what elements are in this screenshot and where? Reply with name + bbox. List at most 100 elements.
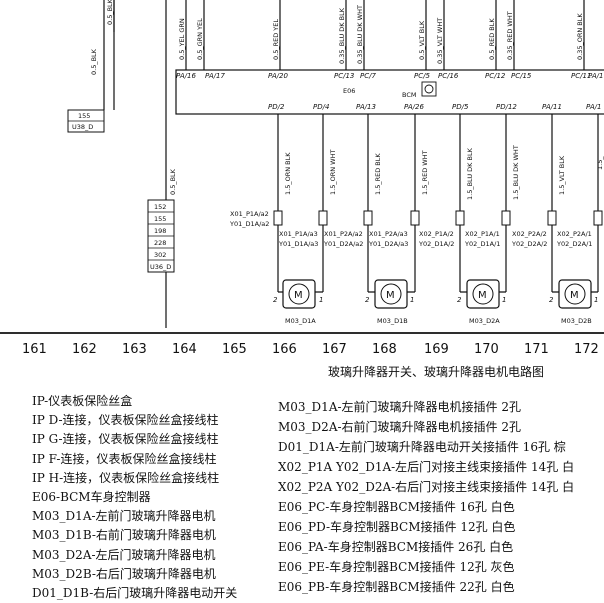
top-pin-6: PC/16: [438, 72, 459, 80]
bottom-pins: PD/2 PD/4 PA/13 PA/26 PD/5 PD/12 PA/11 P…: [268, 103, 601, 111]
conn-label-0: X01_P1A/a2: [230, 210, 269, 218]
top-wire-label-8: 0.35_RED WHT: [506, 11, 514, 60]
legend-right-item: X02_P1A Y02_D1A-左后门对接主线束接插件 14孔 白: [278, 460, 575, 474]
bottom-pin-5: PD/12: [496, 103, 517, 111]
motor-m03-d1b: M 2 1 M03_D1B: [365, 279, 414, 325]
legend-right-item: M03_D2A-右前门玻璃升降器电机接插件 2孔: [278, 420, 521, 434]
conn-label-2: X01_P1A/a3: [279, 230, 318, 238]
ground-wire-top-label: 0.5_BLK: [106, 0, 114, 25]
bottom-pin-3: PA/26: [404, 103, 424, 111]
legend-left-item: M03_D2B-右后门玻璃升降器电机: [32, 566, 216, 581]
motor-wire-label-7: 1.5_: [596, 156, 604, 170]
legend-left-item: M03_D1A-左前门玻璃升降器电机: [32, 509, 216, 524]
bottom-pin-4: PD/5: [452, 103, 469, 111]
bcm-name: BCM: [402, 91, 417, 99]
top-pin-3: PC/13: [334, 72, 354, 80]
legend-left-item: IP G-连接，仪表板保险丝盒接线柱: [32, 432, 219, 447]
grid-168: 168: [372, 342, 397, 357]
top-pins: PA/16 PA/17 PA/20 PC/13 PC/7 PC/5 PC/16 …: [176, 72, 603, 80]
connector-mid-row-2: 198: [154, 227, 166, 235]
motor-m03-d2b: M 2 1 M03_D2B: [549, 279, 598, 325]
motor-wire-label-4: 1.5_BLU DK BLK: [466, 147, 474, 200]
grid-161: 161: [22, 342, 47, 357]
diagram-caption: 玻璃升降器开关、玻璃升降器电机电路图: [328, 365, 545, 379]
top-pin-7: PC/12: [485, 72, 506, 80]
motor-symbol: M: [386, 290, 395, 301]
top-wire-label-2: 0.5_RED YEL: [272, 19, 280, 60]
connector-mid-row-4: 302: [154, 251, 166, 259]
motor-symbol: M: [294, 290, 303, 301]
conn-label-15: Y02_D2A/1: [556, 240, 592, 248]
conn-label-1: Y01_D1A/a2: [229, 220, 269, 228]
legend-left-item: E06-BCM车身控制器: [32, 489, 151, 504]
motor-wire-label-0: 1.5_ORN BLK: [284, 152, 292, 195]
conn-label-3: Y01_D1A/a3: [278, 240, 318, 248]
grid-172: 172: [574, 342, 599, 357]
legend-right-item: E06_PB-车身控制器BCM接插件 22孔 白色: [278, 580, 515, 594]
grid-170: 170: [474, 342, 499, 357]
conn-label-10: X02_P1A/1: [465, 230, 500, 238]
grid-163: 163: [122, 342, 147, 357]
motor-wire-label-6: 1.5_VLT BLK: [558, 155, 566, 195]
grid-162: 162: [72, 342, 97, 357]
top-wires: 0.5_YEL GRN 0.5_GRN YEL 0.5_RED YEL 0.35…: [178, 0, 585, 70]
bcm-box: E06 BCM: [175, 69, 604, 115]
top-wire-label-5: 0.5_VLT BLK: [418, 20, 426, 60]
motor-pin-one: 1: [594, 296, 598, 304]
grid-164: 164: [172, 342, 197, 357]
bottom-pin-7: PA/1: [586, 103, 601, 111]
connector-top-row-0: 155: [78, 112, 90, 120]
motor-label-0: M03_D1A: [285, 317, 316, 325]
legend-left-item: D01_D1B-右后门玻璃升降器电动开关: [32, 585, 238, 600]
grid-numbers: 161 162 163 164 165 166 167 168 169 170 …: [22, 342, 599, 357]
legend-left: IP-仪表板保险丝盒 IP D-连接，仪表板保险丝盒接线柱 IP G-连接，仪表…: [32, 392, 237, 603]
legend-left-item: IP-仪表板保险丝盒: [32, 394, 133, 408]
legend-right-item: E06_PE-车身控制器BCM接插件 12孔 灰色: [278, 560, 515, 574]
connector-top: 155 U38_D: [67, 109, 105, 133]
motor-m03-d1a: M 2 1 M03_D1A: [273, 279, 323, 325]
legend-left-item: IP F-连接，仪表板保险丝盒接线柱: [32, 451, 217, 466]
conn-label-5: Y01_D2A/a2: [323, 240, 363, 248]
top-wire-label-7: 0.5_RED BLK: [488, 18, 496, 60]
motor-pin-one: 1: [319, 296, 323, 304]
connector-mid: 152 155 198 228 302 U36_D: [147, 199, 175, 273]
top-pin-1: PA/17: [205, 72, 225, 80]
top-wire-label-1: 0.5_GRN YEL: [196, 18, 204, 60]
top-pin-9: PC/11: [571, 72, 591, 80]
grid-167: 167: [322, 342, 347, 357]
grid-166: 166: [272, 342, 297, 357]
top-pin-5: PC/5: [414, 72, 430, 80]
connector-top-row-1: U38_D: [72, 123, 93, 131]
conn-label-9: Y02_D1A/2: [418, 240, 454, 248]
ground-wire-label: 0.5_BLK: [90, 48, 98, 75]
connector-mid-row-0: 152: [154, 203, 166, 211]
motor-pin-two: 2: [273, 296, 278, 304]
motor-label-3: M03_D2B: [561, 317, 592, 325]
top-wire-label-4: 0.35_BLU DK WHT: [356, 5, 364, 64]
wiring-diagram: 0.5_BLK 0.5_BLK 155 U38_D 0.5_BLK 152 15…: [0, 0, 604, 357]
top-pin-0: PA/16: [176, 72, 196, 80]
mid-wire-label: 0.5_BLK: [169, 168, 177, 195]
conn-label-4: X01_P2A/a2: [324, 230, 363, 238]
legend-left-item: M03_D2A-左后门玻璃升降器电机: [32, 547, 216, 562]
motor-label-1: M03_D1B: [377, 317, 408, 325]
top-pin-8: PC/15: [511, 72, 532, 80]
conn-label-12: X02_P2A/2: [512, 230, 547, 238]
grid-169: 169: [424, 342, 449, 357]
connector-labels: X01_P1A/a2 Y01_D1A/a2 X01_P1A/a3 Y01_D1A…: [229, 210, 592, 248]
legend-right: M03_D1A-左前门玻璃升降器电机接插件 2孔 M03_D2A-右前门玻璃升降…: [278, 397, 574, 597]
motor-symbol: M: [570, 290, 579, 301]
motor-wires: 1.5_ORN BLK 1.5_ORN WHT 1.5_RED BLK 1.5_…: [277, 114, 604, 292]
inline-plugs: [273, 210, 603, 226]
top-pin-10: PA/1: [588, 72, 603, 80]
legend-right-item: X02_P2A Y02_D2A-右后门对接主线束接插件 14孔 白: [278, 480, 575, 494]
connector-mid-row-5: U36_D: [150, 263, 171, 271]
legend-left-item: M03_D1B-右前门玻璃升降器电机: [32, 528, 216, 543]
legend-left-item: IP H-连接，仪表板保险丝盒接线柱: [32, 470, 220, 485]
motor-pin-two: 2: [549, 296, 554, 304]
motor-wire-label-1: 1.5_ORN WHT: [329, 150, 337, 195]
conn-label-13: Y02_D2A/2: [511, 240, 547, 248]
motor-symbol: M: [478, 290, 487, 301]
motor-pin-one: 1: [410, 296, 414, 304]
top-pin-4: PC/7: [360, 72, 376, 80]
